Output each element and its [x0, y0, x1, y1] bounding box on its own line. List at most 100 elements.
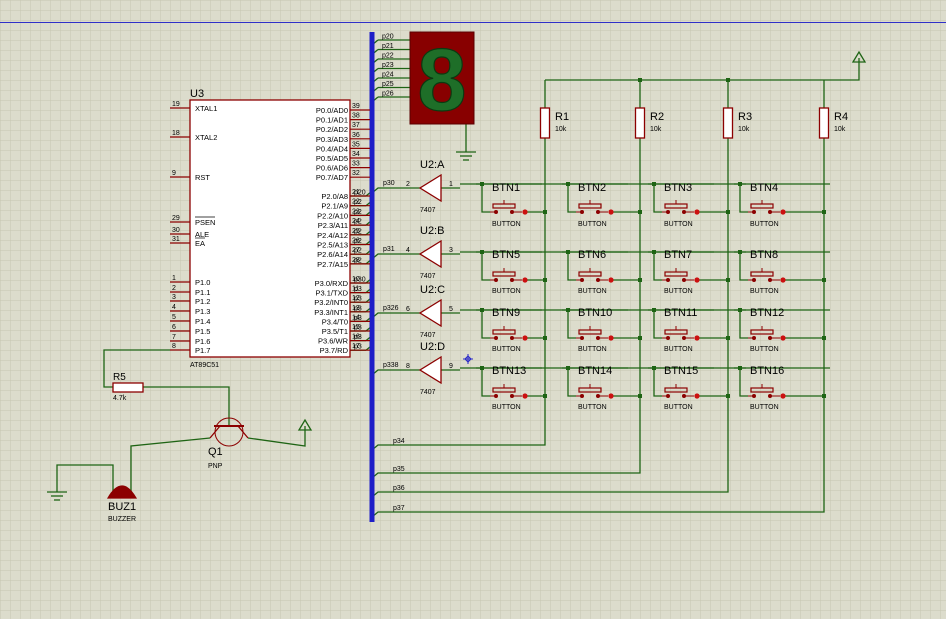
mcu-pin-number: 4 — [172, 304, 176, 311]
button-left-wire — [739, 368, 748, 397]
button-ref: BTN9 — [492, 307, 520, 319]
mcu-pin-name: P1.2 — [195, 297, 210, 306]
mcu-pin-number: 15 — [352, 324, 360, 331]
display-pin-label: p24 — [382, 72, 394, 79]
display-digit: 8 — [418, 30, 467, 129]
mcu-ref: U3 — [190, 88, 204, 100]
button-ref: BTN2 — [578, 182, 606, 194]
button-matrix: BTN1BUTTONBTN2BUTTONBTN3BUTTONBTN4BUTTON… — [490, 182, 786, 411]
mcu-pin-number: 38 — [352, 113, 360, 120]
button-pin-dot — [752, 210, 756, 214]
mcu-pin-number: 28 — [352, 257, 360, 264]
resistor-ref: R3 — [738, 111, 752, 123]
button-ref: BTN6 — [578, 249, 606, 261]
labels: p20p2p2p2p2p2p2p2p30p3p3p3p3p3p3p3p34p35… — [354, 180, 405, 512]
mcu-pin-name: P1.0 — [195, 278, 210, 287]
mcu-pin-name: P0.0/AD0 — [316, 106, 348, 115]
buffer-pin: 5 — [449, 306, 453, 313]
resistor-value: 10k — [738, 126, 750, 133]
mcu-pin-number: 26 — [352, 238, 360, 245]
button-pin-dot — [580, 394, 584, 398]
mcu-pin-number: 30 — [172, 227, 180, 234]
button-pin-dot — [666, 336, 670, 340]
button-state-indicator — [694, 209, 700, 215]
button-pin-dot — [494, 278, 498, 282]
mcu-pin-name: P2.3/A11 — [318, 221, 348, 230]
button-state-indicator — [780, 277, 786, 283]
button-type: BUTTON — [664, 404, 693, 411]
mcu-body — [189, 99, 351, 358]
buffer-triangle-icon — [418, 239, 442, 269]
mcu-pin-name: P2.0/A8 — [321, 192, 348, 201]
button-state-indicator — [694, 277, 700, 283]
mcu-pin-name: P2.7/A15 — [317, 260, 348, 269]
button-state-indicator — [780, 393, 786, 399]
button-state-indicator — [780, 335, 786, 341]
mcu-pin-name: P1.1 — [195, 288, 210, 297]
button-type: BUTTON — [492, 221, 521, 228]
button-type: BUTTON — [664, 346, 693, 353]
mcu-pin-name: RST — [195, 173, 210, 182]
button-state-indicator — [694, 393, 700, 399]
buffer-ref: U2:D — [420, 341, 445, 353]
buffer-pin: 3 — [449, 247, 453, 254]
buffer-part: 7407 — [420, 389, 436, 396]
mcu-pin-name: P2.2/A10 — [317, 211, 348, 220]
resistor-value: 10k — [650, 126, 662, 133]
mcu-pin-name: P0.6/AD6 — [316, 164, 348, 173]
button-type: BUTTON — [492, 346, 521, 353]
net-label: p30 — [383, 180, 395, 187]
mcu-pin-name: P0.3/AD3 — [316, 135, 348, 144]
button-type: BUTTON — [578, 346, 607, 353]
display-pin-label: p20 — [382, 34, 394, 41]
crosshair-cursor-icon — [463, 354, 473, 364]
buzzer-buz1[interactable]: BUZ1 BUZZER — [106, 485, 138, 523]
mcu-pin-number: 6 — [172, 324, 176, 331]
mcu-pin-name: XTAL1 — [195, 104, 217, 113]
r5-body — [112, 382, 144, 393]
buzzer-type: BUZZER — [108, 516, 136, 523]
display-pin-label: p22 — [382, 53, 394, 60]
mcu-pin-name: P3.2/INT0 — [314, 298, 348, 307]
r5-to-base-wire — [143, 386, 230, 426]
mcu-pin-name: P0.5/AD5 — [316, 154, 348, 163]
mcu-pin-name: P0.2/AD2 — [316, 125, 348, 134]
resistor-r5[interactable]: R5 4.7k — [112, 372, 144, 402]
display-pin-label: p25 — [382, 81, 394, 88]
transistor-q1[interactable]: Q1 PNP — [208, 446, 223, 470]
mcu-pin-number: 5 — [172, 314, 176, 321]
buffer-pin: 8 — [406, 363, 410, 370]
mcu-pin-name: P1.3 — [195, 307, 210, 316]
button-type: BUTTON — [750, 288, 779, 295]
column-wire — [371, 138, 729, 498]
button-type: BUTTON — [750, 221, 779, 228]
mcu-pin-name: P0.1/AD1 — [316, 116, 348, 125]
button-state-indicator — [780, 209, 786, 215]
display-body — [409, 31, 475, 125]
net-label: p35 — [393, 466, 405, 473]
mcu-pin-number: 22 — [352, 199, 360, 206]
